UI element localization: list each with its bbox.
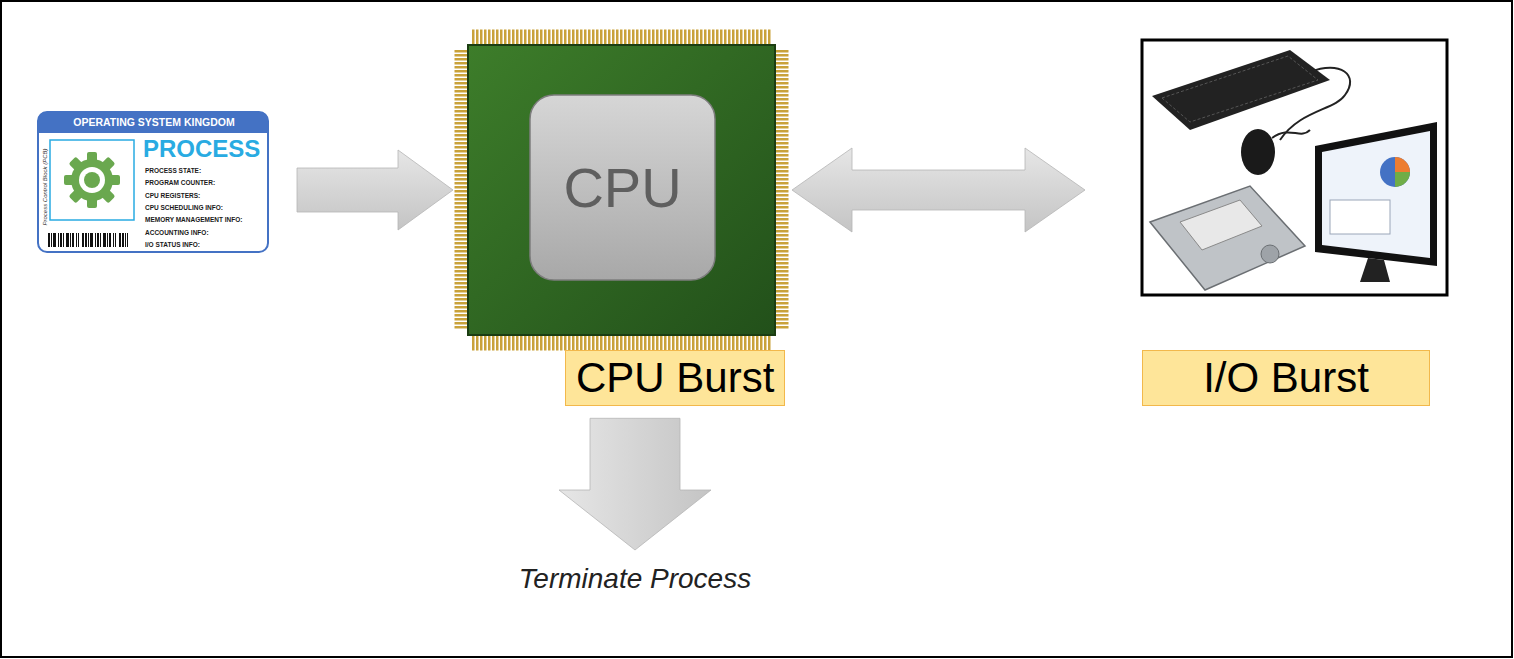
chip-pins <box>776 50 789 330</box>
text-slot: Process Control Block (PCB) <box>0 183 90 191</box>
field-label: I/O STATUS INFO: <box>145 241 200 249</box>
field-label: MEMORY MANAGEMENT INFO: <box>145 216 243 224</box>
hard-disk <box>1150 186 1305 290</box>
disk-spindle <box>1261 245 1279 263</box>
gear-tooth <box>69 157 116 204</box>
text-slot: PROCESS STATE: <box>145 167 201 175</box>
io-devices: I/O Burst <box>1142 40 1447 408</box>
chip-label: CPU <box>530 158 715 218</box>
chip-pins <box>472 336 772 351</box>
text-slot: CPU <box>530 158 715 218</box>
text-slot: Terminate Process <box>485 562 785 596</box>
card-side-label: Process Control Block (PCB) <box>41 142 49 232</box>
text-slot: I/O STATUS INFO: <box>145 241 200 249</box>
field-label: PROGRAM COUNTER: <box>145 179 215 187</box>
text-slot: OPERATING SYSTEM KINGDOM <box>38 116 270 129</box>
text-slot: ACCOUNTING INFO: <box>145 229 209 237</box>
cpu-chip: CPU CPU Burst <box>455 30 790 408</box>
text-slot: CPU SCHEDULING INFO: <box>145 204 223 212</box>
text-slot: MEMORY MANAGEMENT INFO: <box>145 216 243 224</box>
mouse-cable <box>1272 130 1310 138</box>
spreadsheet <box>1330 200 1390 234</box>
chip-die <box>530 95 715 280</box>
pie-slice <box>1395 157 1410 172</box>
io-frame <box>1142 40 1447 295</box>
chip-pins <box>472 30 772 45</box>
card-title: PROCESS <box>143 135 260 163</box>
gear-frame <box>50 140 134 220</box>
terminate-label: Terminate Process <box>485 562 785 596</box>
pie-slice <box>1395 172 1410 187</box>
pie-chart <box>1380 157 1410 187</box>
burst-label: CPU Burst <box>565 350 785 406</box>
process-card: OPERATING SYSTEM KINGDOM PROCESS Process C… <box>38 112 272 254</box>
text-slot: PROCESS <box>143 135 260 163</box>
gear-ring <box>79 167 105 193</box>
field-label: ACCOUNTING INFO: <box>145 229 209 237</box>
card-outline <box>38 112 268 252</box>
gear-hub <box>84 172 100 188</box>
field-label: PROCESS STATE: <box>145 167 201 175</box>
keyboard-cable <box>1280 68 1350 140</box>
barcode <box>48 233 128 247</box>
text-slot: CPU Burst <box>565 350 785 406</box>
keyboard-keys <box>1162 56 1318 122</box>
burst-label: I/O Burst <box>1142 350 1430 406</box>
gear-tooth <box>69 157 116 204</box>
monitor-screen <box>1322 131 1430 258</box>
disk-label <box>1180 200 1262 250</box>
text-slot: I/O Burst <box>1142 350 1430 406</box>
gear-body <box>71 159 113 201</box>
field-label: CPU REGISTERS: <box>145 192 200 200</box>
monitor <box>1315 122 1437 266</box>
text-slot: CPU REGISTERS: <box>145 192 200 200</box>
monitor-stand <box>1360 258 1390 282</box>
block-arrow <box>792 148 1085 232</box>
chip-body <box>468 45 775 335</box>
card-header: OPERATING SYSTEM KINGDOM <box>38 116 270 129</box>
field-label: CPU SCHEDULING INFO: <box>145 204 223 212</box>
block-arrow <box>297 150 453 230</box>
gear-icon <box>64 152 120 208</box>
text-slot: PROGRAM COUNTER: <box>145 179 215 187</box>
mouse <box>1241 129 1275 175</box>
block-arrow <box>559 418 711 550</box>
terminate-node: Terminate Process <box>485 558 787 600</box>
chip-pins <box>455 50 468 330</box>
